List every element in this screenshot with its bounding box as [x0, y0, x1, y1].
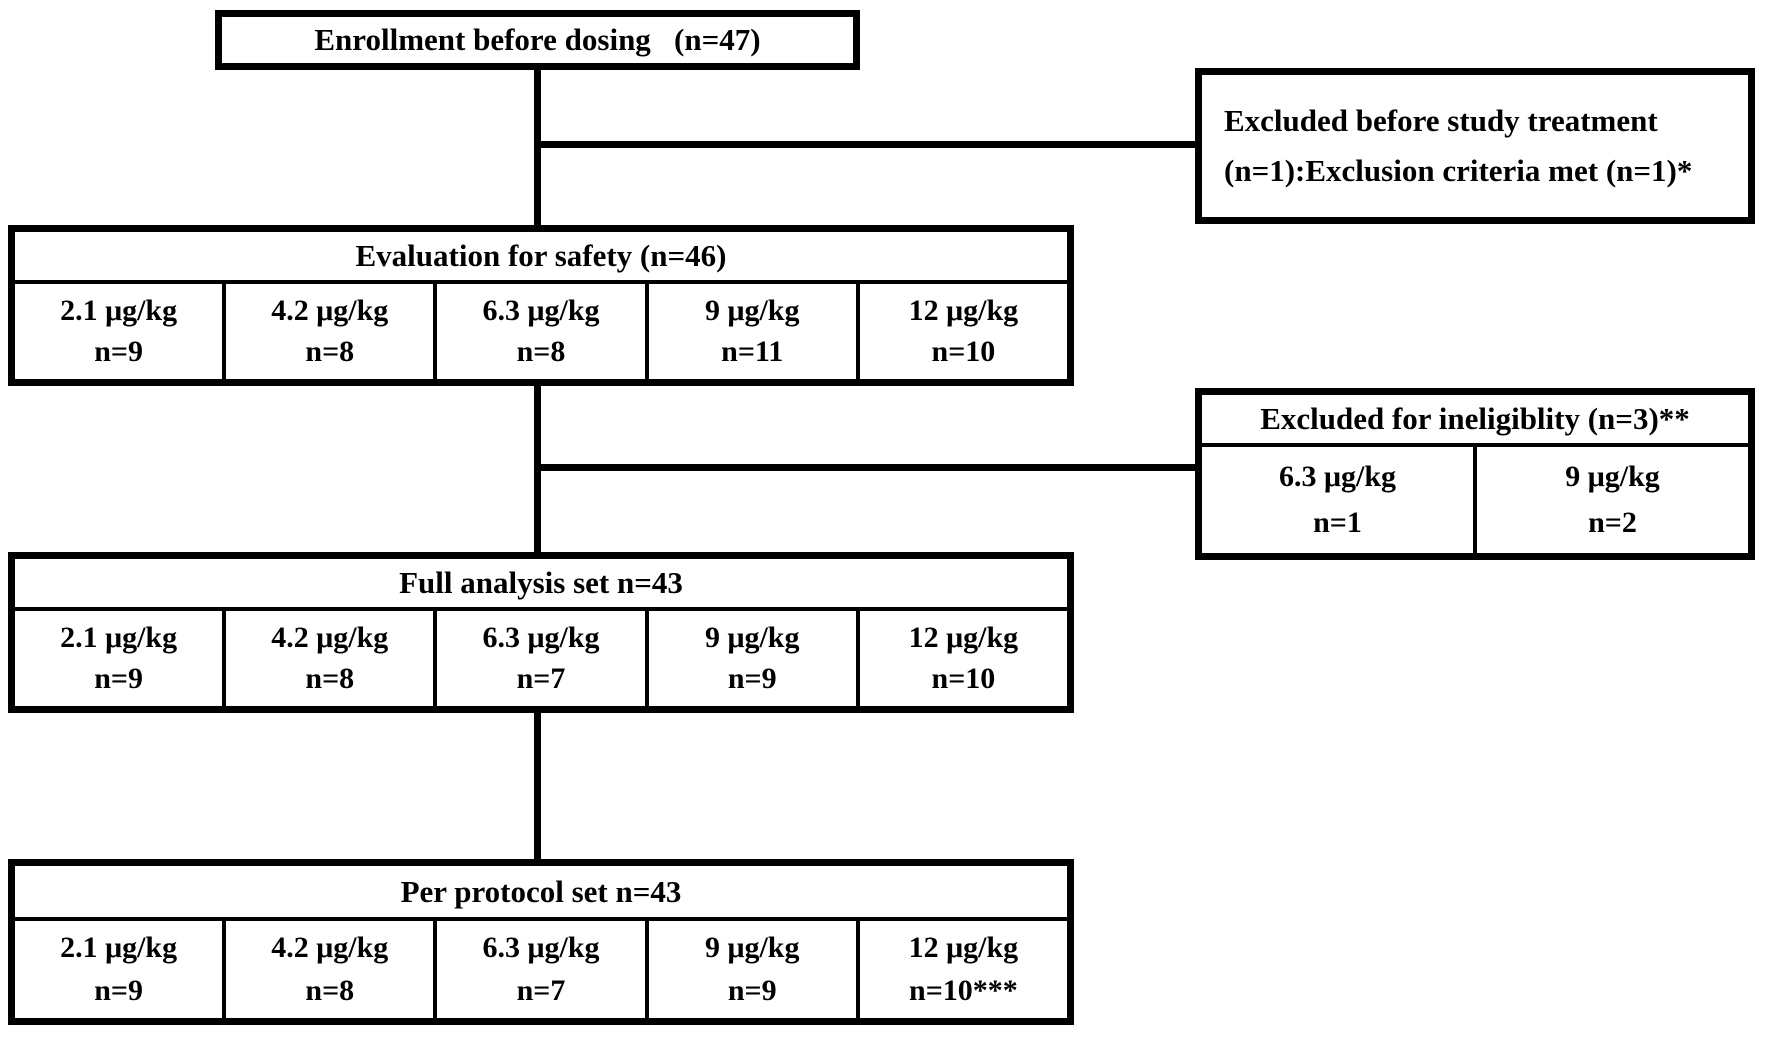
per-protocol-columns: 2.1 μg/kg n=9 4.2 μg/kg n=8 6.3 μg/kg n=… — [15, 921, 1067, 1018]
dose-label: 2.1 μg/kg — [60, 293, 178, 327]
dose-label: 4.2 μg/kg — [271, 620, 389, 654]
excluded-before-treatment-line1: Excluded before study treatment — [1224, 103, 1658, 138]
safety-col-2-1: 2.1 μg/kg n=9 — [15, 284, 227, 379]
dose-label: 2.1 μg/kg — [60, 620, 178, 654]
dose-label: 6.3 μg/kg — [482, 293, 600, 327]
n-label: n=7 — [516, 973, 566, 1007]
n-label: n=9 — [727, 662, 777, 696]
excluded-ineligibility-box: Excluded for ineligiblity (n=3)** 6.3 μg… — [1195, 388, 1755, 560]
connector-enrollment-to-safety — [534, 68, 541, 228]
ineligibility-col-6-3: 6.3 μg/kg n=1 — [1202, 447, 1477, 553]
n-label: n=11 — [721, 335, 784, 369]
safety-col-9: 9 μg/kg n=11 — [649, 284, 860, 379]
dose-label: 9 μg/kg — [704, 931, 800, 965]
dose-label: 4.2 μg/kg — [271, 931, 389, 965]
per-protocol-col-4-2: 4.2 μg/kg n=8 — [226, 921, 438, 1018]
full-analysis-col-6-3: 6.3 μg/kg n=7 — [437, 611, 649, 706]
safety-col-12: 12 μg/kg n=10 — [860, 284, 1067, 379]
ineligibility-col-9: 9 μg/kg n=2 — [1477, 447, 1748, 553]
per-protocol-col-2-1: 2.1 μg/kg n=9 — [15, 921, 227, 1018]
full-analysis-title: Full analysis set n=43 — [15, 559, 1067, 611]
connector-full-analysis-to-per-protocol — [534, 711, 541, 861]
per-protocol-box: Per protocol set n=43 2.1 μg/kg n=9 4.2 … — [8, 859, 1074, 1025]
dose-label: 9 μg/kg — [704, 293, 800, 327]
n-label: n=1 — [1313, 505, 1362, 539]
n-label: n=8 — [305, 973, 355, 1007]
n-label: n=10*** — [909, 973, 1018, 1007]
n-label: n=9 — [94, 662, 143, 696]
per-protocol-col-6-3: 6.3 μg/kg n=7 — [437, 921, 649, 1018]
n-label: n=9 — [94, 973, 143, 1007]
dose-label: 2.1 μg/kg — [60, 931, 178, 965]
dose-label: 12 μg/kg — [908, 293, 1019, 327]
n-label: n=9 — [727, 973, 777, 1007]
safety-col-6-3: 6.3 μg/kg n=8 — [437, 284, 649, 379]
excluded-ineligibility-columns: 6.3 μg/kg n=1 9 μg/kg n=2 — [1202, 447, 1748, 553]
n-label: n=9 — [94, 335, 143, 369]
safety-title: Evaluation for safety (n=46) — [15, 232, 1067, 284]
dose-label: 6.3 μg/kg — [482, 931, 600, 965]
dose-label: 9 μg/kg — [704, 620, 800, 654]
per-protocol-col-12: 12 μg/kg n=10*** — [860, 921, 1067, 1018]
safety-col-4-2: 4.2 μg/kg n=8 — [226, 284, 438, 379]
per-protocol-title: Per protocol set n=43 — [15, 866, 1067, 921]
n-label: n=7 — [516, 662, 566, 696]
n-label: n=2 — [1588, 505, 1637, 539]
safety-columns: 2.1 μg/kg n=9 4.2 μg/kg n=8 6.3 μg/kg n=… — [15, 284, 1067, 379]
full-analysis-col-2-1: 2.1 μg/kg n=9 — [15, 611, 227, 706]
per-protocol-col-9: 9 μg/kg n=9 — [649, 921, 860, 1018]
safety-box: Evaluation for safety (n=46) 2.1 μg/kg n… — [8, 225, 1074, 386]
connector-branch-excluded-before — [537, 141, 1197, 148]
full-analysis-col-4-2: 4.2 μg/kg n=8 — [226, 611, 438, 706]
excluded-before-treatment-line2: (n=1):Exclusion criteria met (n=1)* — [1224, 153, 1693, 188]
dose-label: 9 μg/kg — [1565, 460, 1660, 494]
n-label: n=10 — [931, 335, 996, 369]
dose-label: 6.3 μg/kg — [482, 620, 600, 654]
full-analysis-box: Full analysis set n=43 2.1 μg/kg n=9 4.2… — [8, 552, 1074, 713]
dose-label: 12 μg/kg — [908, 620, 1019, 654]
excluded-ineligibility-title: Excluded for ineligiblity (n=3)** — [1202, 395, 1748, 447]
full-analysis-col-9: 9 μg/kg n=9 — [649, 611, 860, 706]
n-label: n=10 — [931, 662, 996, 696]
dose-label: 6.3 μg/kg — [1278, 460, 1397, 494]
full-analysis-columns: 2.1 μg/kg n=9 4.2 μg/kg n=8 6.3 μg/kg n=… — [15, 611, 1067, 706]
enrollment-box: Enrollment before dosing (n=47) — [215, 10, 860, 70]
n-label: n=8 — [305, 335, 355, 369]
n-label: n=8 — [516, 335, 566, 369]
connector-branch-excluded-ineligibility — [537, 464, 1197, 471]
enrollment-label: Enrollment before dosing (n=47) — [314, 22, 761, 57]
excluded-before-treatment-text: Excluded before study treatment (n=1):Ex… — [1202, 75, 1748, 217]
n-label: n=8 — [305, 662, 355, 696]
excluded-before-treatment-box: Excluded before study treatment (n=1):Ex… — [1195, 68, 1755, 224]
dose-label: 12 μg/kg — [908, 931, 1019, 965]
full-analysis-col-12: 12 μg/kg n=10 — [860, 611, 1067, 706]
dose-label: 4.2 μg/kg — [271, 293, 389, 327]
